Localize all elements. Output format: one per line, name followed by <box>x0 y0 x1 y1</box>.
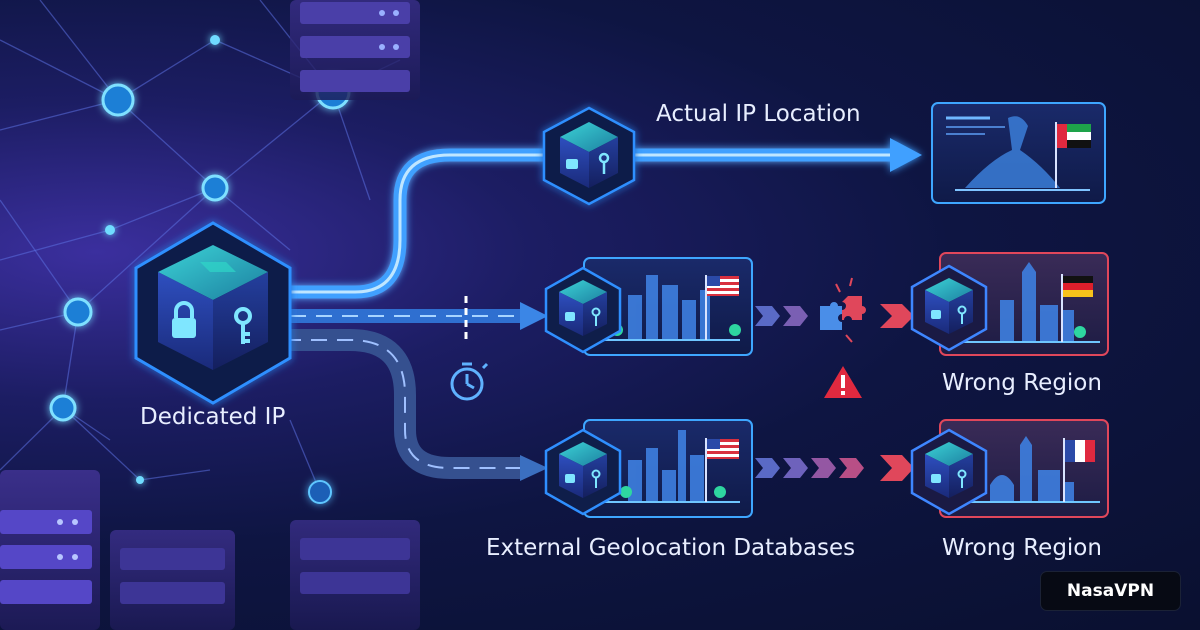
wrong1-cube <box>910 264 988 352</box>
server-rack-top <box>290 0 420 100</box>
db2-cube <box>544 428 622 516</box>
actual-path-cube <box>542 106 636 206</box>
key-icon <box>234 307 252 344</box>
db1-cube <box>544 266 622 354</box>
chevrons-row-1 <box>755 304 914 328</box>
correct-path <box>278 138 922 299</box>
db-path-1 <box>285 302 548 330</box>
server-rack-bottom-right <box>290 520 420 630</box>
actual-ip-location-label: Actual IP Location <box>656 101 861 127</box>
dedicated-ip-label: Dedicated IP <box>140 404 286 430</box>
server-rack-bottom-mid <box>110 530 235 630</box>
db-path-2 <box>285 329 548 481</box>
usa-flag-1 <box>707 276 739 296</box>
germany-flag <box>1063 276 1093 297</box>
dedicated-ip-cube <box>134 221 292 405</box>
wrong-region-label-1: Wrong Region <box>942 370 1102 396</box>
external-geolocation-databases-label: External Geolocation Databases <box>486 535 856 561</box>
warning-icon <box>824 366 862 398</box>
brand-badge: NasaVPN <box>1041 572 1180 610</box>
chevrons-row-2 <box>755 455 914 481</box>
padlock-icon <box>172 301 196 338</box>
usa-flag-2 <box>707 439 739 459</box>
broken-puzzle-icon <box>820 277 866 343</box>
uae-flag <box>1057 124 1091 148</box>
france-flag <box>1065 440 1095 462</box>
server-rack-bottom-left <box>0 470 100 630</box>
wrong-region-label-2: Wrong Region <box>942 535 1102 561</box>
stopwatch-icon <box>450 362 489 401</box>
wrong2-cube <box>910 428 988 516</box>
actual-location-panel <box>931 102 1106 204</box>
